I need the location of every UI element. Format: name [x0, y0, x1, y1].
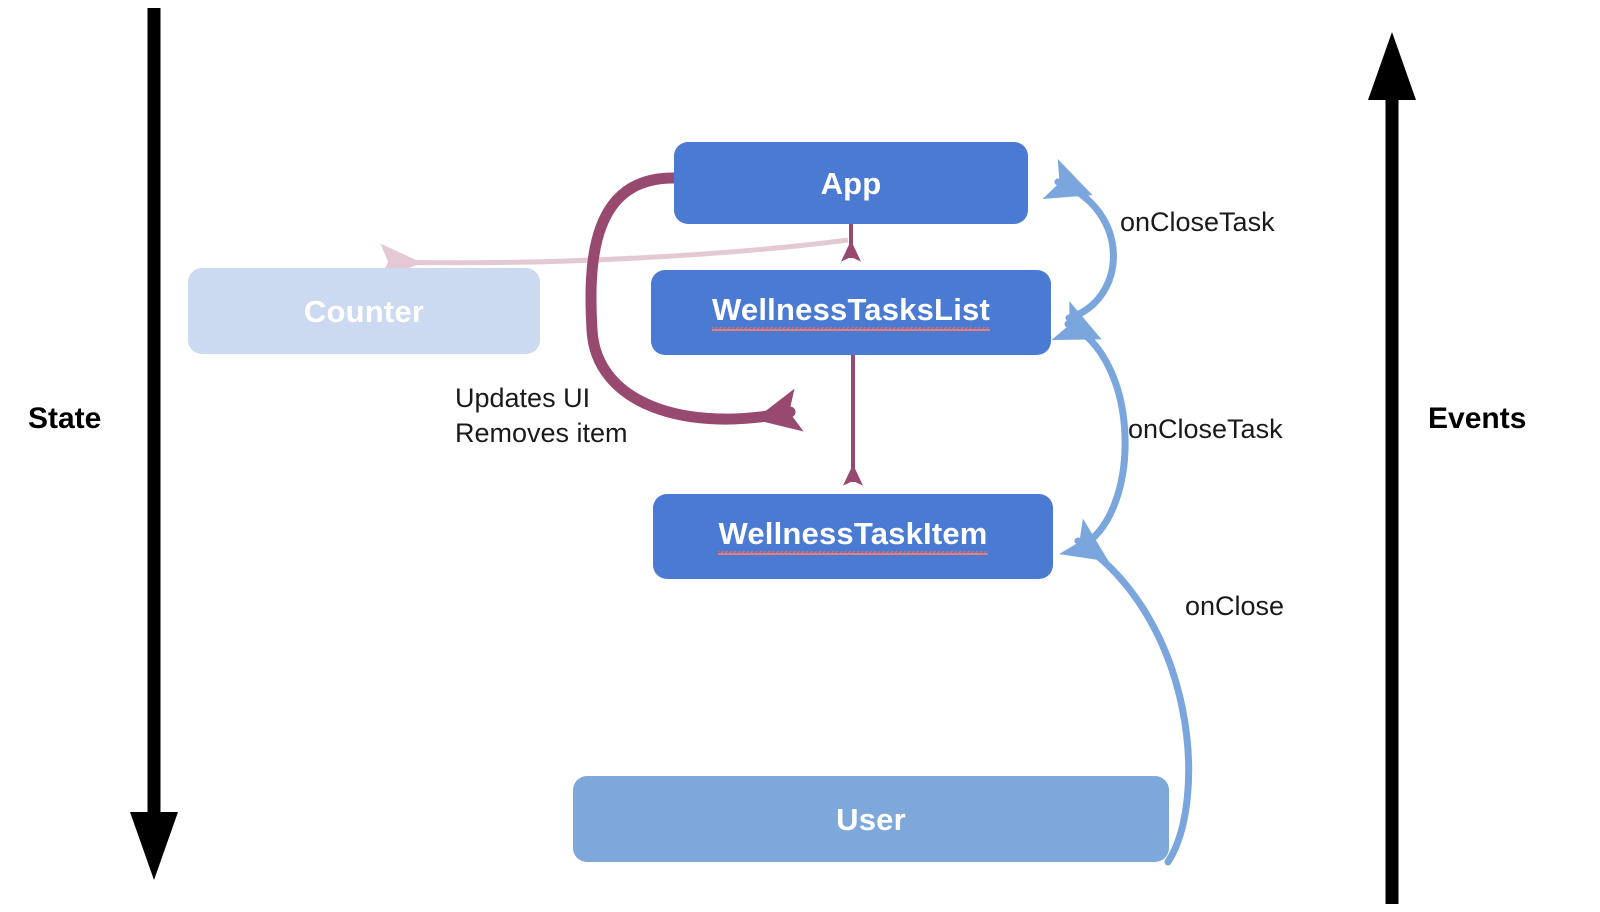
- edge-app-to-counter: [379, 237, 849, 281]
- edge-list-to-app-event: [1042, 158, 1117, 322]
- node-counter-label: Counter: [303, 293, 425, 329]
- node-wellness-task-item-label: WellnessTaskItem: [718, 518, 988, 555]
- edge-label-on-close-task-top: onCloseTask: [1120, 207, 1275, 237]
- state-axis-arrow: [130, 8, 178, 880]
- edge-item-to-list-event: [1051, 301, 1129, 551]
- edge-label-on-close-task-mid: onCloseTask: [1128, 414, 1283, 444]
- node-user-label: User: [836, 801, 906, 837]
- edge-label-updates-ui: Updates UI Removes item: [455, 381, 628, 450]
- edge-label-updates-ui-line1: Updates UI: [455, 383, 591, 413]
- node-user[interactable]: User: [573, 776, 1169, 862]
- events-axis-arrow: [1368, 32, 1416, 904]
- edge-label-on-close: onClose: [1185, 591, 1285, 621]
- node-counter[interactable]: Counter: [188, 268, 540, 354]
- edge-label-updates-ui-line2: Removes item: [455, 417, 628, 448]
- node-wellness-tasks-list-label: WellnessTasksList: [712, 294, 990, 331]
- node-app[interactable]: App: [674, 142, 1028, 224]
- node-wellness-tasks-list[interactable]: WellnessTasksList: [651, 270, 1051, 355]
- state-axis-caption: State: [28, 402, 102, 435]
- node-app-label: App: [820, 165, 882, 201]
- node-wellness-task-item[interactable]: WellnessTaskItem: [653, 494, 1053, 579]
- events-axis-caption: Events: [1428, 402, 1527, 435]
